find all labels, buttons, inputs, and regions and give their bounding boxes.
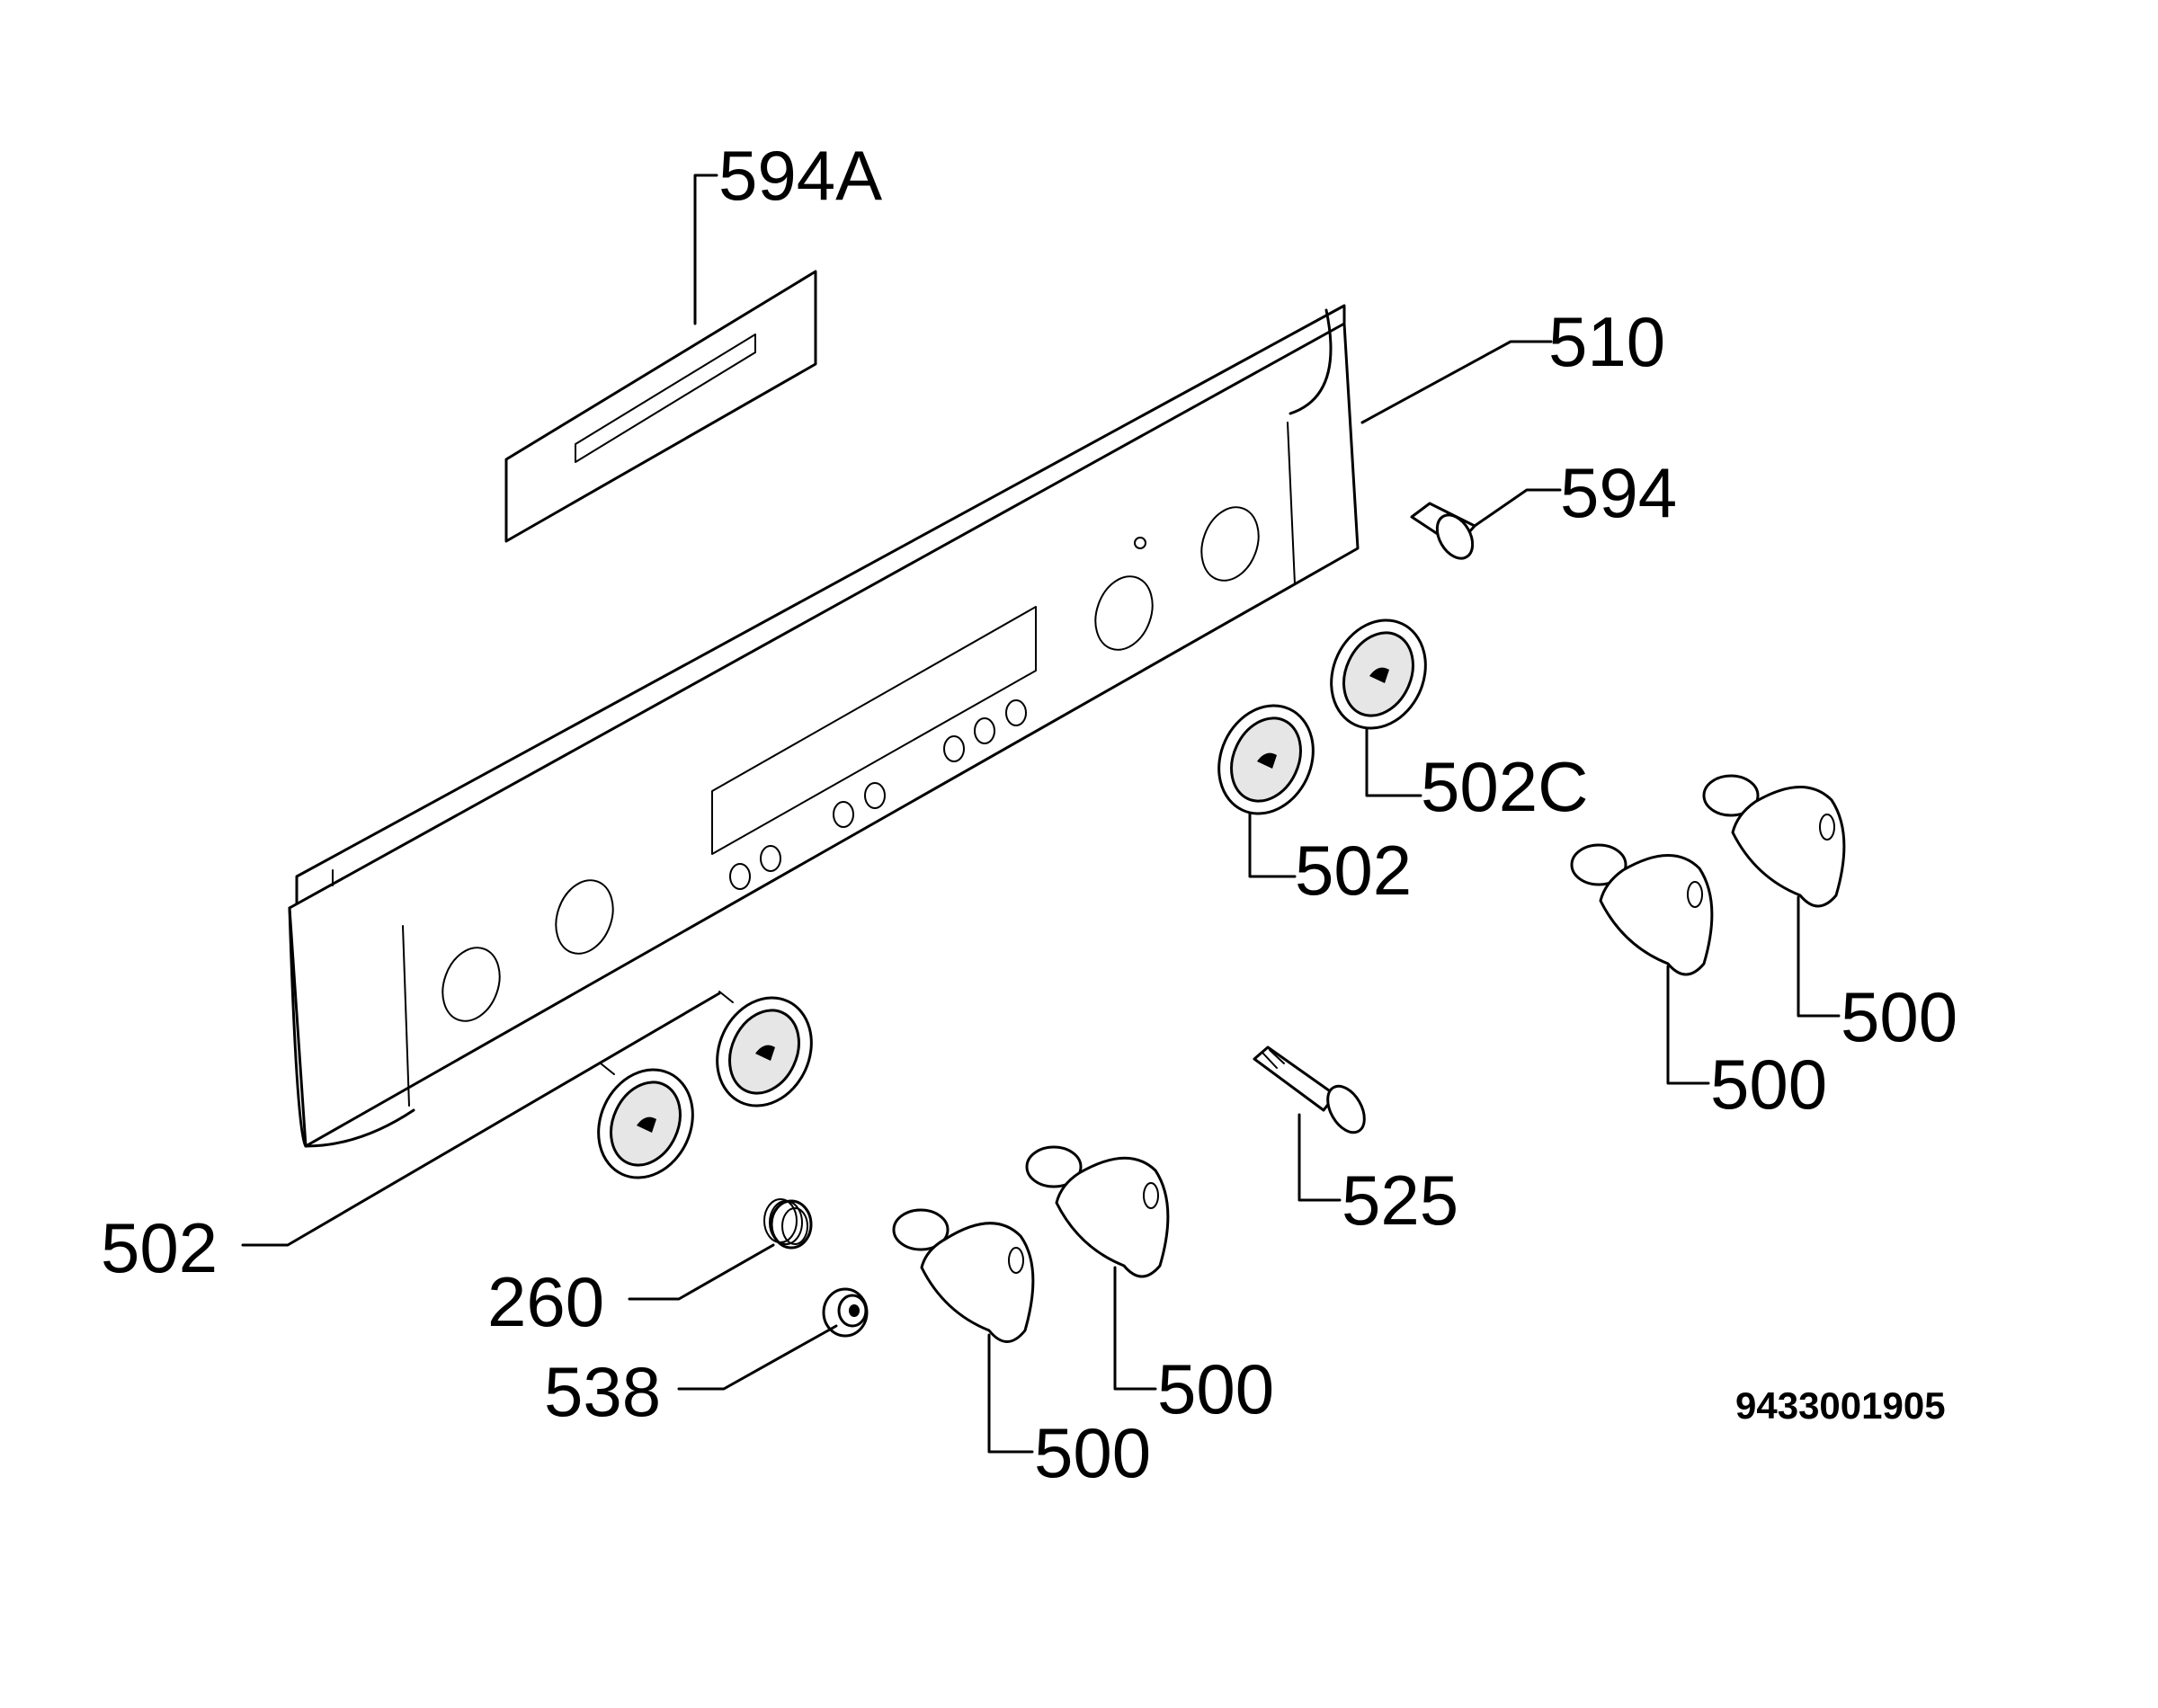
panel-button-group (729, 699, 1027, 890)
label-500-c: 500 (1710, 1045, 1827, 1124)
part-500-knob-2 (1025, 1145, 1170, 1278)
part-510-control-panel (288, 304, 1360, 1148)
label-525: 525 (1342, 1161, 1458, 1240)
leader-lines (241, 173, 1841, 1454)
label-594a: 594A (718, 136, 882, 215)
part-500-knob-1 (892, 1208, 1035, 1343)
label-260: 260 (487, 1262, 604, 1341)
part-260-spring (763, 1198, 813, 1250)
part-502-bezel-right (1217, 704, 1315, 815)
label-594: 594 (1560, 453, 1677, 532)
part-538-washer (822, 1287, 869, 1338)
label-500-a: 500 (1034, 1413, 1151, 1492)
part-594-cap (1410, 502, 1476, 560)
part-594a-display-strip (504, 270, 817, 543)
label-538: 538 (544, 1352, 661, 1431)
label-502-right: 502 (1295, 831, 1412, 910)
drawing-code: 9433001905 (1735, 1384, 1946, 1427)
label-500-b: 500 (1157, 1349, 1274, 1428)
label-500-d: 500 (1841, 977, 1957, 1056)
part-525-shaft (1253, 1045, 1366, 1134)
panel-knob-holes (441, 506, 1260, 1022)
part-502c-bezel (1330, 618, 1427, 730)
part-502-bezels-left (597, 991, 813, 1179)
part-500-knob-4 (1702, 774, 1846, 908)
label-502c: 502C (1421, 747, 1588, 826)
part-500-knob-3 (1570, 843, 1714, 976)
label-502-left: 502 (101, 1208, 218, 1287)
label-510: 510 (1548, 302, 1665, 381)
